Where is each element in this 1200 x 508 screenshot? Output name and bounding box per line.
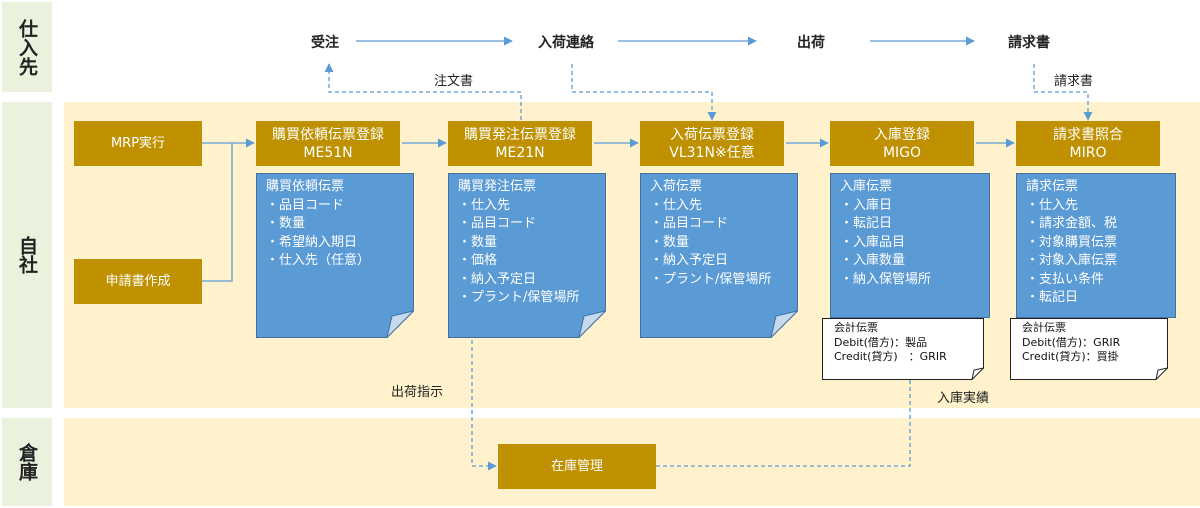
annotation-shipping-instruction: 出荷指示 (391, 385, 444, 400)
miro-box: 請求書照合 MIRO (1016, 121, 1160, 166)
inbound-delivery-doc-item: ・数量 (650, 234, 690, 250)
purchase-order-doc-card: 購買発注伝票 ・仕入先 ・品目コード ・数量 ・価格 ・納入予定日 ・プラント/… (448, 173, 606, 338)
inbound-delivery-doc-item: ・品目コード (650, 216, 729, 231)
migo-accounting-doc: 会計伝票 Debit(借方)：製品 Credit(貸方) ：GRIR (822, 318, 984, 380)
goods-receipt-doc-item: ・納入保管場所 (840, 271, 932, 287)
me21n-code: ME21N (495, 144, 545, 161)
lane-label-company: 自社 (2, 102, 52, 408)
requisition-doc-card: 購買依頼伝票 ・品目コード ・数量 ・希望納入期日 ・仕入先（任意） (256, 173, 414, 338)
requisition-doc-title: 購買依頼伝票 (266, 179, 345, 194)
goods-receipt-doc-title: 入庫伝票 (840, 179, 893, 194)
migo-title: 入庫登録 (874, 126, 930, 143)
lane-label-supplier-text: 仕入先 (16, 18, 38, 76)
me51n-box: 購買依頼伝票登録 ME51N (256, 121, 400, 166)
arrow-arrival-notice-to-vl31n (571, 64, 717, 121)
vl31n-title: 入荷伝票登録 (670, 126, 754, 143)
purchase-order-doc-item: ・納入予定日 (458, 271, 537, 287)
lane-label-company-text: 自社 (16, 236, 38, 274)
arrow-purchase-order-to-supplier (324, 63, 522, 120)
lane-label-warehouse: 倉庫 (2, 418, 52, 506)
invoice-doc-item: ・転記日 (1026, 290, 1079, 305)
me21n-box: 購買発注伝票登録 ME21N (448, 121, 592, 166)
invoice-doc-item: ・対象入庫伝票 (1026, 253, 1118, 268)
purchase-order-doc-shape (448, 173, 606, 338)
requisition-doc-item: ・仕入先（任意） (266, 253, 371, 268)
lane-label-supplier: 仕入先 (2, 2, 52, 92)
requisition-doc-item: ・希望納入期日 (266, 234, 358, 250)
goods-receipt-doc-card: 入庫伝票 ・入庫日 ・転記日 ・入庫品目 ・入庫数量 ・納入保管場所 (830, 173, 990, 318)
migo-accounting-credit: Credit(貸方) ：GRIR (834, 350, 947, 363)
inventory-management-label: 在庫管理 (550, 459, 603, 474)
purchase-order-doc-item: ・数量 (458, 234, 498, 250)
purchase-order-doc-item: ・価格 (458, 253, 498, 268)
miro-accounting-title: 会計伝票 (1022, 321, 1066, 334)
vl31n-code: VL31N※任意 (669, 144, 755, 161)
inbound-delivery-doc-title: 入荷伝票 (650, 179, 703, 194)
annotation-receipt-result: 入庫実績 (937, 391, 990, 406)
inventory-management-box: 在庫管理 (498, 444, 656, 489)
invoice-doc-title: 請求伝票 (1026, 179, 1079, 194)
me51n-code: ME51N (303, 144, 353, 161)
goods-receipt-doc-item: ・入庫日 (840, 197, 893, 213)
migo-box: 入庫登録 MIGO (830, 121, 974, 166)
miro-accounting-doc-shape (1010, 318, 1168, 380)
migo-accounting-debit: Debit(借方)：製品 (834, 335, 928, 349)
supplier-arrival-notice-label: 入荷連絡 (538, 35, 594, 51)
purchase-order-doc-title: 購買発注伝票 (458, 179, 537, 194)
invoice-doc-item: ・支払い条件 (1026, 271, 1105, 287)
invoice-doc-card: 請求伝票 ・仕入先 ・請求金額、税 ・対象購買伝票 ・対象入庫伝票 ・支払い条件… (1016, 173, 1176, 318)
requisition-doc-shape (256, 173, 414, 338)
invoice-doc-item: ・仕入先 (1026, 197, 1079, 213)
mrp-run-box: MRP実行 (74, 121, 202, 166)
goods-receipt-doc-shape (830, 173, 990, 318)
invoice-doc-item: ・請求金額、税 (1026, 216, 1118, 231)
annotation-purchase-order: 注文書 (434, 74, 474, 89)
application-label: 申請書作成 (105, 274, 171, 289)
purchase-order-doc-item: ・プラント/保管場所 (458, 290, 580, 305)
inbound-delivery-doc-shape (640, 173, 798, 338)
invoice-doc-item: ・対象購買伝票 (1026, 234, 1118, 250)
miro-accounting-doc: 会計伝票 Debit(借方)：GRIR Credit(貸方)：買掛 (1010, 318, 1168, 380)
migo-code: MIGO (882, 144, 922, 161)
vl31n-box: 入荷伝票登録 VL31N※任意 (640, 121, 784, 166)
purchase-order-doc-item: ・仕入先 (458, 197, 511, 213)
requisition-doc-item: ・数量 (266, 216, 306, 231)
inbound-delivery-doc-card: 入荷伝票 ・仕入先 ・品目コード ・数量 ・納入予定日 ・プラント/保管場所 (640, 173, 798, 338)
lane-label-warehouse-text: 倉庫 (16, 443, 38, 481)
purchase-order-doc-item: ・品目コード (458, 216, 537, 231)
annotation-invoice-doc: 請求書 (1054, 74, 1094, 89)
miro-title: 請求書照合 (1053, 126, 1123, 143)
mrp-run-label: MRP実行 (110, 136, 166, 151)
goods-receipt-doc-item: ・入庫品目 (840, 234, 906, 250)
inbound-delivery-doc-item: ・プラント/保管場所 (650, 271, 772, 287)
supplier-invoice-label: 請求書 (1008, 35, 1050, 51)
application-box: 申請書作成 (74, 259, 202, 304)
miro-code: MIRO (1069, 144, 1107, 161)
migo-accounting-title: 会計伝票 (834, 321, 878, 334)
requisition-doc-item: ・品目コード (266, 197, 345, 213)
inbound-delivery-doc-item: ・納入予定日 (650, 253, 729, 268)
supplier-shipment-label: 出荷 (797, 35, 825, 51)
goods-receipt-doc-item: ・入庫数量 (840, 253, 906, 268)
me21n-title: 購買発注伝票登録 (464, 126, 576, 143)
goods-receipt-doc-item: ・転記日 (840, 216, 893, 231)
supplier-order-label: 受注 (311, 35, 339, 51)
migo-accounting-doc-shape (822, 318, 984, 380)
miro-accounting-credit: Credit(貸方)：買掛 (1022, 350, 1119, 363)
arrow-invoice-to-miro (1033, 64, 1093, 121)
inbound-delivery-doc-item: ・仕入先 (650, 197, 703, 213)
miro-accounting-debit: Debit(借方)：GRIR (1022, 335, 1121, 349)
me51n-title: 購買依頼伝票登録 (272, 126, 384, 143)
invoice-doc-shape (1016, 173, 1176, 318)
arrow-application-to-me51n (202, 143, 233, 282)
arrow-shipping-instruction (471, 340, 497, 471)
